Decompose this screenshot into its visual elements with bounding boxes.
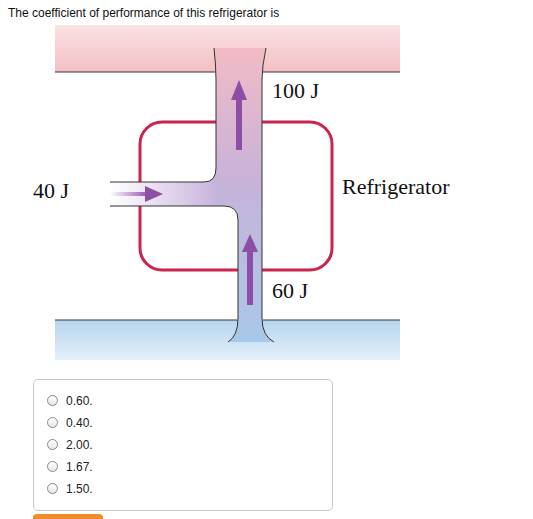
answer-choice: 2.00.	[66, 438, 93, 452]
work-input-flow	[110, 182, 216, 206]
answer-choices-box: 0.60. 0.40. 2.00. 1.67. 1.50.	[33, 379, 333, 511]
radio-button	[47, 395, 58, 406]
work-arrow-head	[145, 186, 163, 202]
radio-button	[47, 483, 58, 494]
energy-label: 40 J	[33, 178, 69, 204]
answer-choice: 1.67.	[66, 460, 93, 474]
flow-arrows	[231, 80, 258, 305]
answer-choice: 1.50.	[66, 482, 93, 496]
cold-reservoir	[55, 320, 400, 360]
radio-button	[47, 439, 58, 450]
energy-pipe	[110, 48, 274, 342]
radio-button	[47, 461, 58, 472]
submit-button	[33, 514, 103, 519]
answer-choice: 0.40.	[66, 416, 93, 430]
work-arrow-shaft	[110, 192, 148, 196]
radio-button	[47, 417, 58, 428]
refrigerator-box: Refrigerator	[140, 122, 332, 270]
energy-label: 60 J	[272, 278, 308, 304]
question-title: The coefficient of performance of this r…	[8, 6, 279, 20]
answer-choice: 0.60.	[66, 394, 93, 408]
component-label: Refrigerator	[342, 174, 450, 200]
energy-label: 100 J	[272, 78, 319, 104]
